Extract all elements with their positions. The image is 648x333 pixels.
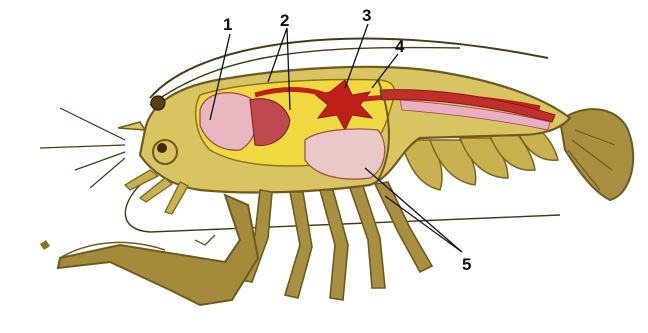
callout-1: 1 <box>223 15 232 34</box>
eye-top <box>151 96 165 110</box>
antennule-3 <box>75 152 125 170</box>
antennule-1 <box>60 108 125 140</box>
callout-5: 5 <box>462 255 471 274</box>
antennule-2 <box>40 145 125 148</box>
claw <box>40 195 258 305</box>
walking-legs <box>240 182 432 300</box>
callout-3: 3 <box>362 6 371 25</box>
eye-icon <box>157 143 167 153</box>
tail-fan <box>560 109 633 200</box>
callout-2: 2 <box>280 11 289 30</box>
abdomen-plates <box>400 132 558 190</box>
callout-4: 4 <box>395 37 405 56</box>
